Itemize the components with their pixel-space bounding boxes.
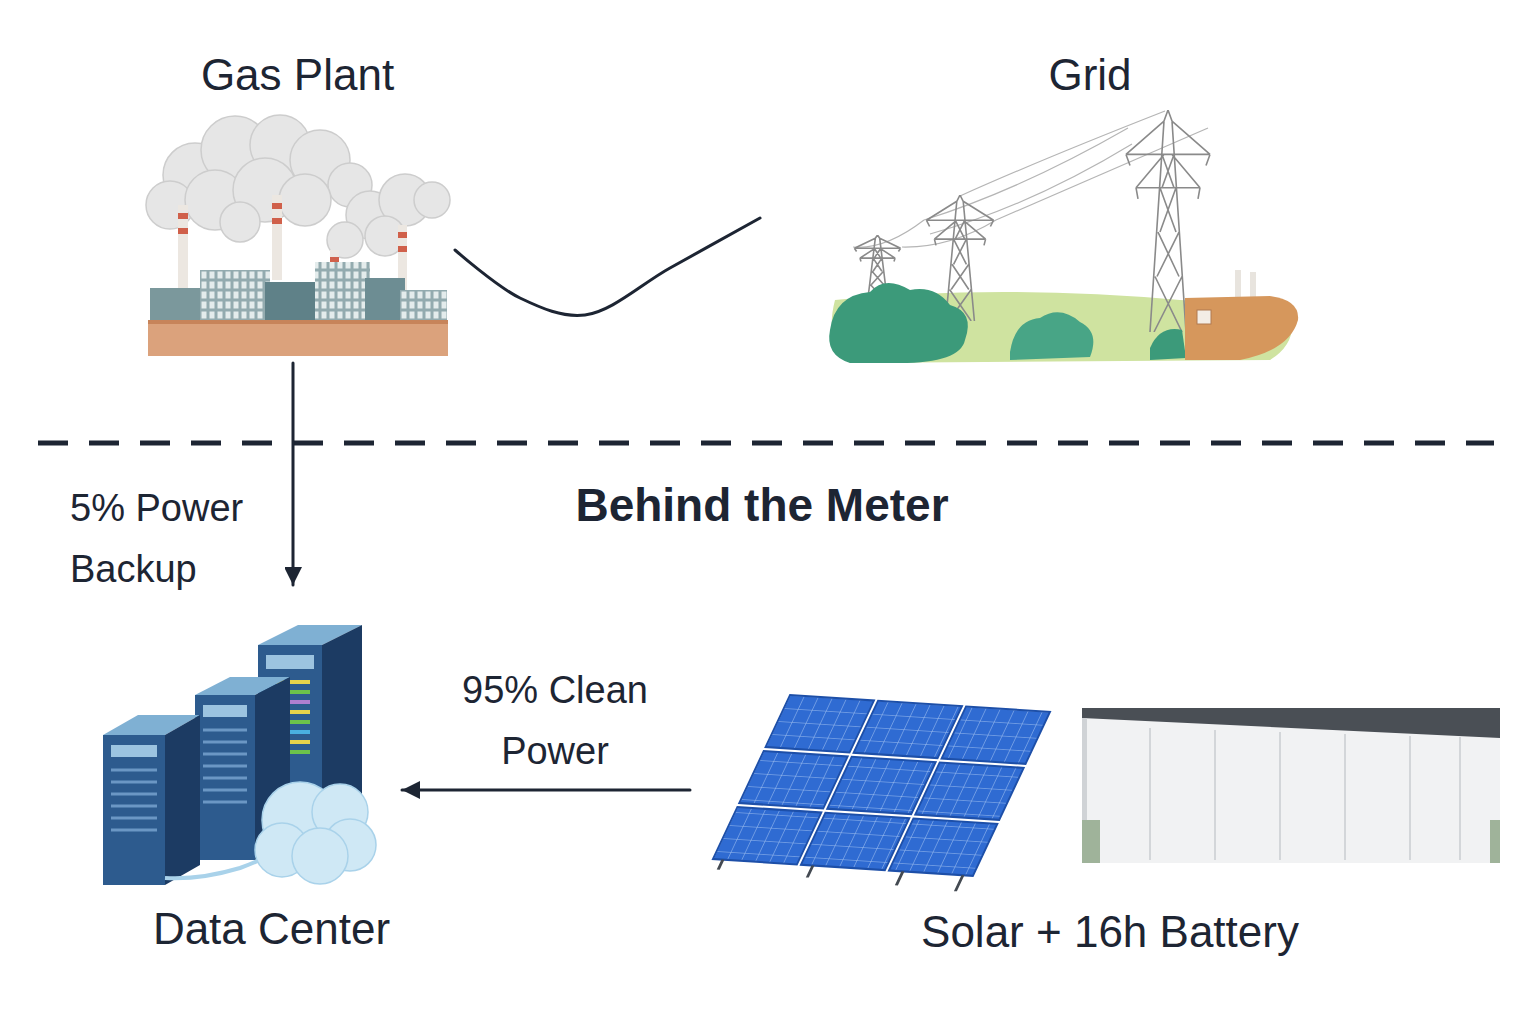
plant-buildings bbox=[150, 262, 447, 322]
meter-boundary bbox=[38, 441, 1494, 446]
stack bbox=[1235, 270, 1241, 298]
node-text-box: Grid bbox=[860, 49, 1320, 102]
solar-battery-illustration bbox=[705, 695, 1500, 892]
node-title: Grid bbox=[1048, 49, 1131, 102]
edge-label: 5% Power Backup bbox=[70, 478, 285, 600]
grid-illustration bbox=[829, 110, 1298, 363]
gas-plant-illustration bbox=[146, 115, 450, 356]
backup-arrow bbox=[292, 363, 295, 585]
power-lines bbox=[853, 111, 1208, 247]
node-text-box: Gas Plant bbox=[140, 49, 455, 102]
node-text-box: Solar + 16h Battery bbox=[690, 906, 1530, 959]
building-window bbox=[1197, 310, 1211, 324]
data-center-illustration bbox=[103, 625, 376, 885]
grid-node: Grid bbox=[760, 45, 1320, 375]
edge-label: 95% Clean Power bbox=[435, 660, 675, 782]
clean-power-arrow bbox=[402, 789, 690, 792]
solar-array bbox=[705, 695, 1050, 892]
data-center-node: Data Center bbox=[95, 585, 402, 960]
smoke-cloud bbox=[146, 115, 450, 258]
node-title: Gas Plant bbox=[201, 49, 394, 102]
gas-plant-node: Gas Plant bbox=[140, 45, 455, 363]
node-title: Solar + 16h Battery bbox=[921, 906, 1299, 959]
cloud-icon bbox=[255, 782, 376, 884]
bush bbox=[1010, 312, 1093, 360]
node-title: Data Center bbox=[153, 903, 390, 956]
node-text-box: Data Center bbox=[141, 903, 402, 956]
stack bbox=[1250, 272, 1256, 298]
bush bbox=[1150, 329, 1186, 360]
tie-line bbox=[455, 218, 760, 315]
solar-battery-node: Solar + 16h Battery bbox=[690, 680, 1530, 963]
plant-ground-edge bbox=[148, 320, 448, 324]
substation-building bbox=[1185, 296, 1298, 360]
region-label: Behind the Meter bbox=[462, 478, 1062, 533]
battery-container bbox=[1082, 708, 1500, 863]
bush bbox=[829, 283, 968, 363]
server-rack bbox=[103, 715, 200, 885]
plant-ground bbox=[148, 320, 448, 356]
